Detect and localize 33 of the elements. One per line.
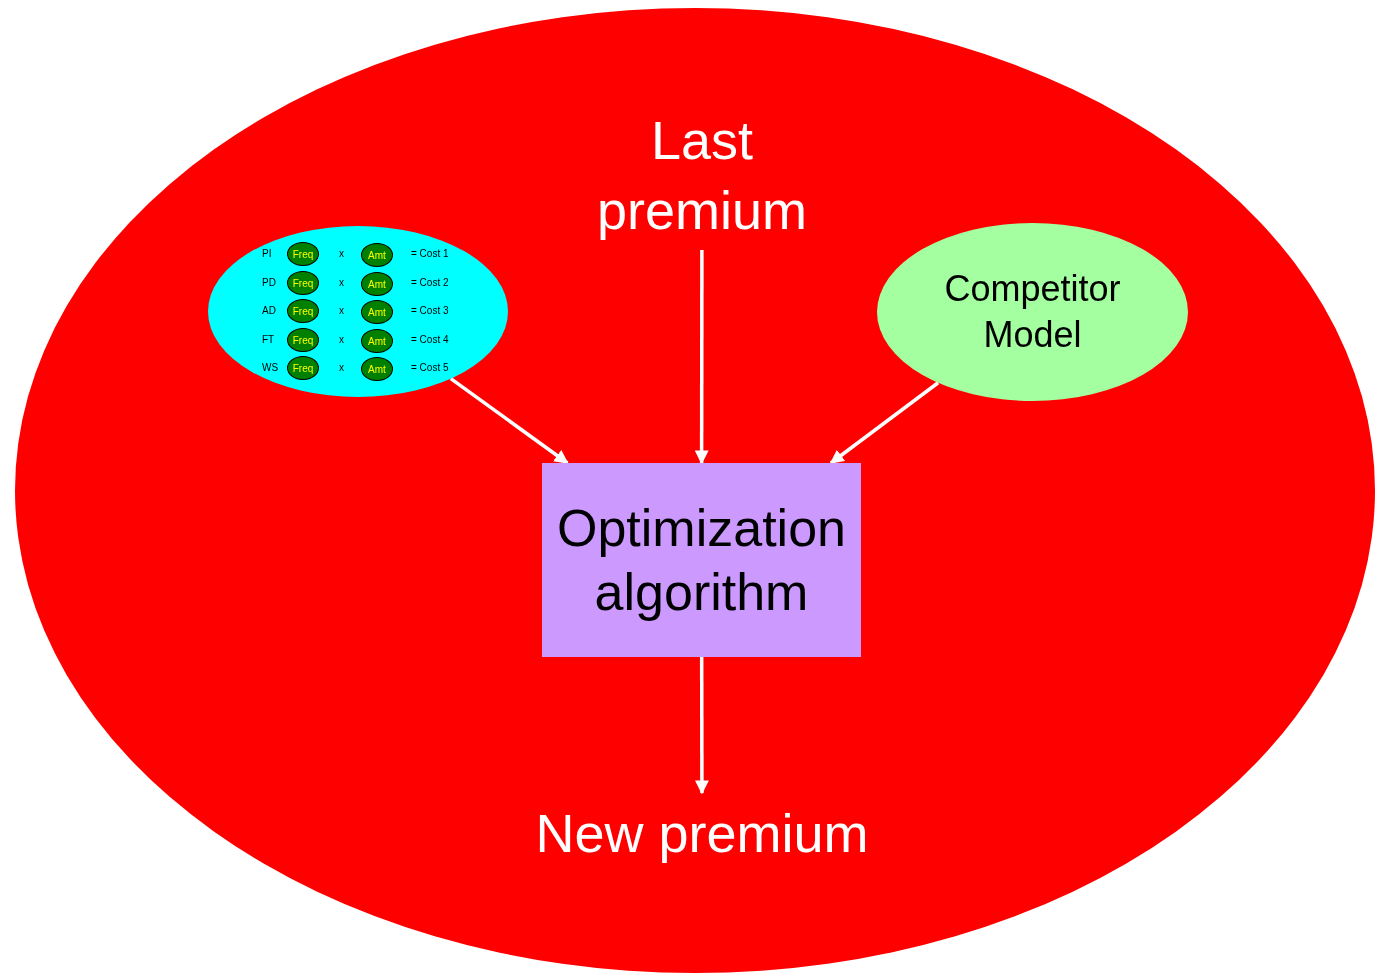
cost-label: = Cost 3 (411, 305, 449, 317)
arrow (694, 657, 709, 795)
multiply-sign: x (339, 305, 344, 317)
multiply-sign: x (339, 334, 344, 346)
model-ellipse: Competitor Model (877, 223, 1188, 401)
factor-ellipse: Amt (361, 300, 393, 324)
multiply-sign: x (339, 248, 344, 260)
row-label: FT (262, 334, 275, 346)
factor-ellipse: Amt (361, 329, 393, 353)
cost-label: = Cost 4 (411, 334, 449, 346)
factor-ellipse: Freq (287, 328, 319, 352)
arrow (829, 381, 940, 465)
cost-label: = Cost 1 (411, 248, 449, 260)
row-label: AD (262, 305, 276, 317)
factor-ellipse: Freq (287, 271, 319, 295)
factor-ellipse: Amt (361, 357, 393, 381)
factor-ellipse: Amt (361, 243, 393, 267)
row-label: PI (262, 248, 272, 260)
cost-label: = Cost 5 (411, 362, 449, 374)
process-box: Optimization algorithm (542, 463, 861, 657)
multiply-sign: x (339, 277, 344, 289)
arrow (449, 377, 569, 465)
multiply-sign: x (339, 362, 344, 374)
factor-ellipse: Freq (287, 356, 319, 380)
factor-ellipse: Freq (287, 242, 319, 266)
factor-ellipse: Freq (287, 299, 319, 323)
cost-label: = Cost 2 (411, 277, 449, 289)
flow-text: New premium (512, 793, 892, 873)
flow-text: Last premium (582, 100, 822, 250)
row-label: WS (262, 362, 279, 374)
row-label: PD (262, 277, 276, 289)
arrow (694, 250, 709, 465)
factor-ellipse: Amt (361, 272, 393, 296)
